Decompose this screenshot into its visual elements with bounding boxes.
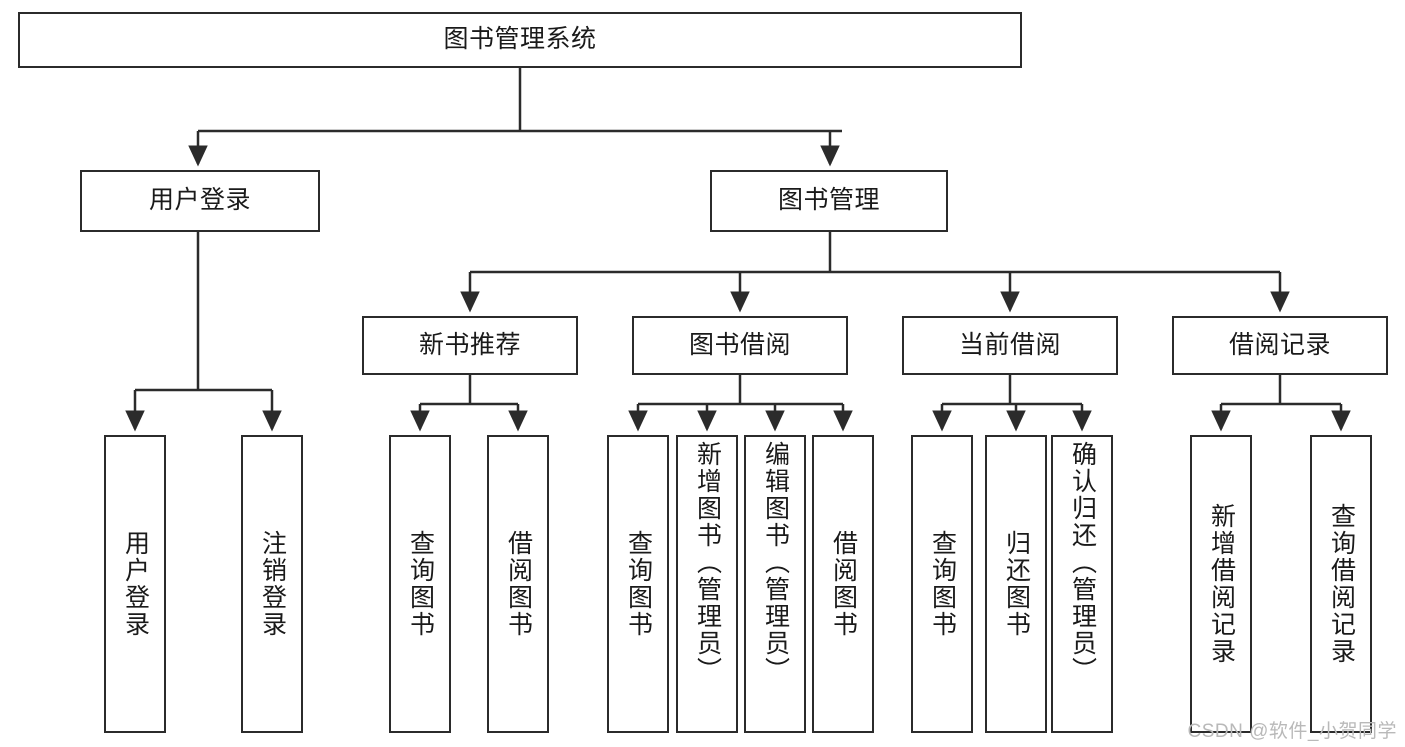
node-leaf-borrow-book-2[interactable]: 借阅图书	[812, 435, 874, 733]
node-leaf-add-book[interactable]: 新增图书（管理员）	[676, 435, 738, 733]
leaf-text-wrap: 用户登录	[106, 437, 164, 731]
node-leaf-user-login[interactable]: 用户登录	[104, 435, 166, 733]
leaf-text-wrap: 确认归还（管理员）	[1053, 437, 1111, 731]
node-leaf-borrow-book-1[interactable]: 借阅图书	[487, 435, 549, 733]
leaf-text-wrap: 新增借阅记录	[1192, 437, 1250, 731]
leaf-text-wrap: 查询图书	[609, 437, 667, 731]
node-book-manage[interactable]: 图书管理	[710, 170, 948, 232]
node-book-borrow-label: 图书借阅	[688, 330, 791, 359]
node-leaf-logout[interactable]: 注销登录	[241, 435, 303, 733]
leaf-text-wrap: 注销登录	[243, 437, 301, 731]
node-leaf-add-record[interactable]: 新增借阅记录	[1190, 435, 1252, 733]
node-user-login[interactable]: 用户登录	[80, 170, 320, 232]
node-leaf-query-record[interactable]: 查询借阅记录	[1310, 435, 1372, 733]
leaf-text-wrap: 新增图书（管理员）	[678, 437, 736, 731]
node-leaf-logout-label: 注销登录	[258, 530, 287, 638]
node-leaf-query-book-1-label: 查询图书	[406, 530, 435, 638]
leaf-text-wrap: 借阅图书	[489, 437, 547, 731]
node-root-label: 图书管理系统	[443, 25, 597, 54]
node-user-login-label: 用户登录	[148, 186, 251, 215]
node-leaf-query-book-2-label: 查询图书	[624, 530, 653, 638]
node-leaf-confirm-return[interactable]: 确认归还（管理员）	[1051, 435, 1113, 733]
leaf-text-wrap: 查询图书	[391, 437, 449, 731]
node-leaf-query-book-1[interactable]: 查询图书	[389, 435, 451, 733]
node-new-book-recommend[interactable]: 新书推荐	[362, 316, 578, 375]
node-leaf-add-record-label: 新增借阅记录	[1207, 503, 1236, 665]
node-leaf-query-record-label: 查询借阅记录	[1327, 503, 1356, 665]
leaf-text-wrap: 借阅图书	[814, 437, 872, 731]
node-borrow-record[interactable]: 借阅记录	[1172, 316, 1388, 375]
node-leaf-query-book-3[interactable]: 查询图书	[911, 435, 973, 733]
leaf-text-wrap: 编辑图书（管理员）	[746, 437, 804, 731]
node-leaf-add-book-label: 新增图书（管理员）	[693, 441, 722, 684]
node-leaf-edit-book-label: 编辑图书（管理员）	[761, 441, 790, 684]
node-leaf-borrow-book-1-label: 借阅图书	[504, 530, 533, 638]
node-borrow-record-label: 借阅记录	[1228, 330, 1331, 359]
leaf-text-wrap: 查询图书	[913, 437, 971, 731]
node-current-borrow[interactable]: 当前借阅	[902, 316, 1118, 375]
node-leaf-borrow-book-2-label: 借阅图书	[829, 530, 858, 638]
node-new-book-recommend-label: 新书推荐	[418, 330, 521, 359]
node-root[interactable]: 图书管理系统	[18, 12, 1022, 68]
node-leaf-query-book-2[interactable]: 查询图书	[607, 435, 669, 733]
node-book-manage-label: 图书管理	[777, 186, 880, 215]
watermark-text: CSDN @软件_小贺同学	[1187, 721, 1397, 742]
leaf-text-wrap: 归还图书	[987, 437, 1045, 731]
node-book-borrow[interactable]: 图书借阅	[632, 316, 848, 375]
node-leaf-user-login-label: 用户登录	[121, 530, 150, 638]
node-leaf-confirm-return-label: 确认归还（管理员）	[1068, 441, 1097, 684]
leaf-text-wrap: 查询借阅记录	[1312, 437, 1370, 731]
node-leaf-return-book[interactable]: 归还图书	[985, 435, 1047, 733]
node-leaf-query-book-3-label: 查询图书	[928, 530, 957, 638]
node-leaf-edit-book[interactable]: 编辑图书（管理员）	[744, 435, 806, 733]
node-leaf-return-book-label: 归还图书	[1002, 530, 1031, 638]
node-current-borrow-label: 当前借阅	[958, 330, 1061, 359]
